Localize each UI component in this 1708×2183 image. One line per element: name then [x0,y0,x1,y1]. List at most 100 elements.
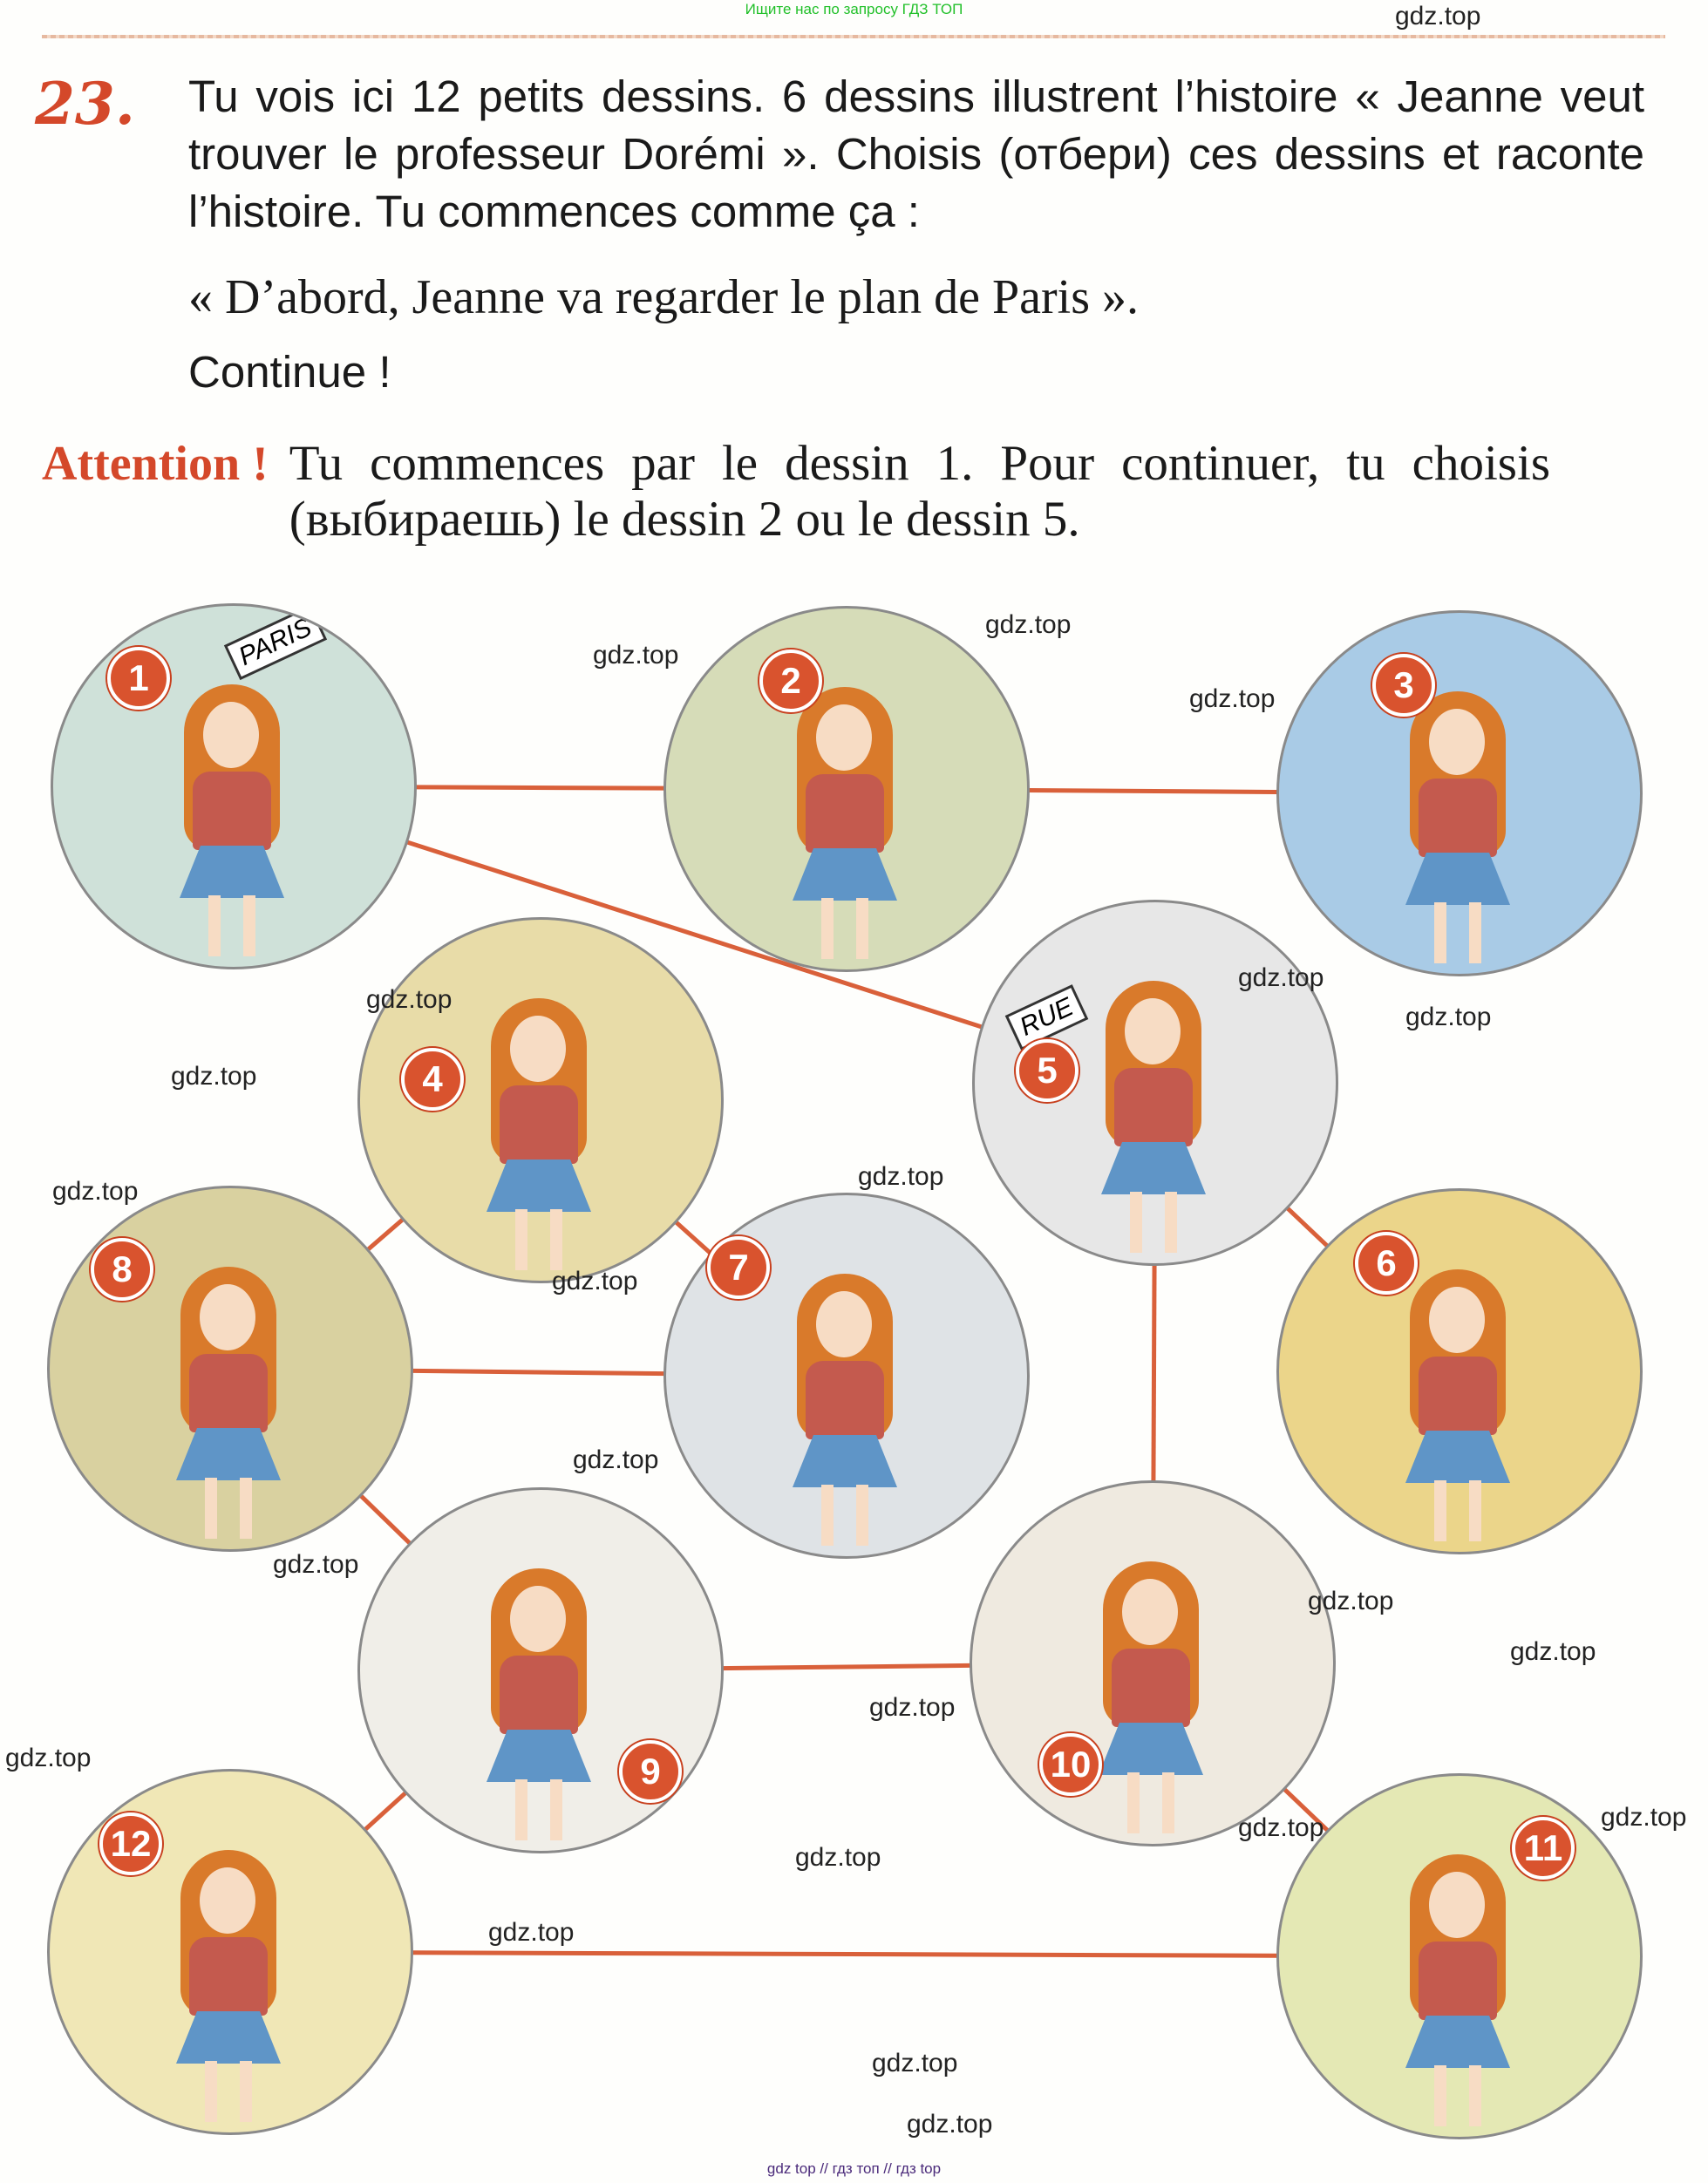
girl-sweater [1419,1942,1497,2020]
girl-face [200,1867,255,1934]
watermark: gdz.top [171,1062,257,1091]
attention-label: Attention ! [42,437,269,491]
watermark: gdz.top [907,2110,993,2139]
girl-legs [821,1485,868,1546]
watermark: gdz.top [1601,1803,1687,1832]
exercise-instructions: Tu vois ici 12 petits dessins. 6 dessins… [188,68,1644,401]
watermark: gdz.top [1405,1003,1492,1031]
girl-sweater [1419,1357,1497,1435]
exercise-example: « D’abord, Jeanne va regarder le plan de… [188,270,1140,324]
sign-1: PARIS [223,606,327,681]
girl-legs [1434,1480,1481,1541]
girl-legs [1130,1192,1177,1253]
drawing-10[interactable] [970,1480,1336,1846]
girl-face [510,1586,566,1652]
girl-skirt [1099,1723,1203,1775]
watermark: gdz.top [985,610,1072,639]
drawing-6[interactable] [1276,1188,1643,1554]
drawing-number-5: 5 [1016,1039,1079,1102]
divider [42,35,1665,38]
drawing-number-1: 1 [107,647,170,710]
girl-skirt [793,1435,897,1487]
drawing-11[interactable] [1276,1773,1643,2139]
watermark: gdz.top [1510,1637,1596,1666]
girl-sweater [806,1361,884,1439]
girl-legs [515,1779,562,1840]
girl-skirt [1101,1142,1206,1194]
girl-sweater [1114,1068,1193,1146]
girl-sweater [1112,1649,1190,1727]
girl-face [1125,998,1181,1064]
girl-sweater [189,1354,268,1432]
drawing-2[interactable] [663,606,1030,972]
drawing-1[interactable]: PARIS [51,603,417,969]
drawing-number-2: 2 [759,649,822,712]
watermark: gdz.top [795,1843,881,1872]
watermark: gdz.top [1308,1587,1394,1615]
girl-face [1429,709,1485,775]
drawing-3[interactable] [1276,610,1643,976]
girl-legs [208,895,255,956]
girl-skirt [176,1428,281,1480]
watermark: gdz.top [1238,1813,1324,1842]
watermark: gdz.top [366,985,453,1014]
girl-skirt [487,1160,591,1212]
girl-skirt [1405,853,1510,905]
girl-face [200,1284,255,1350]
girl-sweater [500,1085,578,1164]
watermark: gdz.top [52,1177,139,1206]
girl-skirt [176,2011,281,2064]
attention-block: Attention ! Tu commences par le dessin 1… [42,436,1550,547]
link-12-11 [229,1949,1460,1959]
drawing-number-12: 12 [99,1812,162,1875]
girl-legs [1434,902,1481,963]
drawing-12[interactable] [47,1769,413,2135]
watermark: gdz.top [858,1162,944,1191]
girl-sweater [1419,779,1497,857]
girl-skirt [1405,2016,1510,2068]
girl-legs [821,898,868,959]
watermark: gdz.top [1238,963,1324,992]
girl-sweater [189,1937,268,2016]
drawing-number-9: 9 [619,1740,682,1803]
watermark: gdz.top [593,641,679,670]
girl-legs [1127,1772,1174,1833]
girl-legs [205,1478,252,1539]
drawing-9[interactable] [357,1487,724,1853]
watermark: gdz.top [488,1918,575,1947]
watermark: gdz.top [273,1550,359,1579]
drawing-number-3: 3 [1372,654,1435,717]
watermark: gdz.top [1189,684,1276,713]
drawing-number-11: 11 [1512,1817,1575,1880]
girl-skirt [487,1730,591,1782]
girl-face [510,1016,566,1082]
drawing-8[interactable] [47,1186,413,1552]
girl-face [1122,1579,1178,1645]
drawing-number-8: 8 [91,1238,153,1301]
girl-face [816,1291,872,1357]
girl-sweater [193,772,271,850]
girl-face [816,704,872,771]
girl-face [1429,1872,1485,1938]
footer: gdz top // гдз топ // гдз top [766,2160,942,2177]
watermark: gdz.top [573,1445,659,1474]
watermark: gdz.top [552,1267,638,1296]
girl-legs [1434,2065,1481,2126]
attention-text: Tu commences par le dessin 1. Pour conti… [289,436,1550,547]
drawing-number-7: 7 [707,1236,770,1299]
girl-face [203,702,259,768]
text-area: Tu vois ici 12 petits dessins. 6 dessins… [0,68,1708,547]
watermark: gdz.top [869,1693,956,1722]
girl-sweater [806,774,884,853]
header-note: Ищите нас по запросу ГДЗ ТОП [745,1,963,17]
drawing-number-4: 4 [401,1048,464,1111]
exercise-text: Tu vois ici 12 petits dessins. 6 dessins… [188,71,1644,236]
watermark: gdz.top [5,1744,92,1772]
girl-legs [205,2061,252,2122]
drawing-number-10: 10 [1039,1733,1102,1796]
exercise-number: 23. [35,70,135,138]
watermark: gdz.top [872,2049,958,2078]
drawing-number-6: 6 [1355,1232,1418,1295]
watermark: gdz.top [1395,2,1481,31]
girl-legs [515,1209,562,1270]
